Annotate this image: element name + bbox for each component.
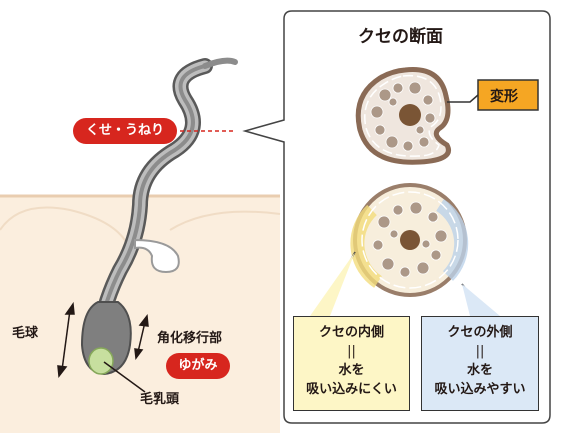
inner-box-bg xyxy=(293,316,410,411)
curl-tag: くせ・うねり xyxy=(73,118,177,144)
deformed-cross-section xyxy=(355,67,479,165)
hair-strand xyxy=(92,57,238,338)
hair-bulb xyxy=(80,301,132,376)
inner-side-box: クセの内側 || 水を 吸い込みにくい xyxy=(293,316,410,411)
length-arrows xyxy=(57,301,149,393)
outer-box-title: クセの外側 xyxy=(447,325,513,340)
outer-side-box: クセの外側 || 水を 吸い込みやすい xyxy=(421,316,539,411)
deform-label: 変形 xyxy=(490,89,518,105)
outer-box-line1: 水を xyxy=(466,363,493,378)
outer-box-separator: || xyxy=(475,344,485,359)
outer-box-bg xyxy=(421,316,539,411)
inner-box-title: クセの内側 xyxy=(318,325,384,340)
outer-box-line2: 吸い込みやすい xyxy=(434,382,526,397)
sebaceous-gland xyxy=(134,238,180,274)
inner-box-line1: 水を xyxy=(338,363,365,378)
hair-bulb-label: 毛球 xyxy=(12,326,39,341)
deform-callout-bg xyxy=(477,79,539,111)
distortion-tag: ゆがみ xyxy=(166,353,230,379)
panel-title: クセの断面 xyxy=(358,27,443,47)
inner-box-line2: 吸い込みにくい xyxy=(306,382,397,397)
inner-box-separator: || xyxy=(347,344,356,359)
papilla-label: 毛乳頭 xyxy=(140,392,180,407)
keratinization-label: 角化移行部 xyxy=(157,331,223,346)
